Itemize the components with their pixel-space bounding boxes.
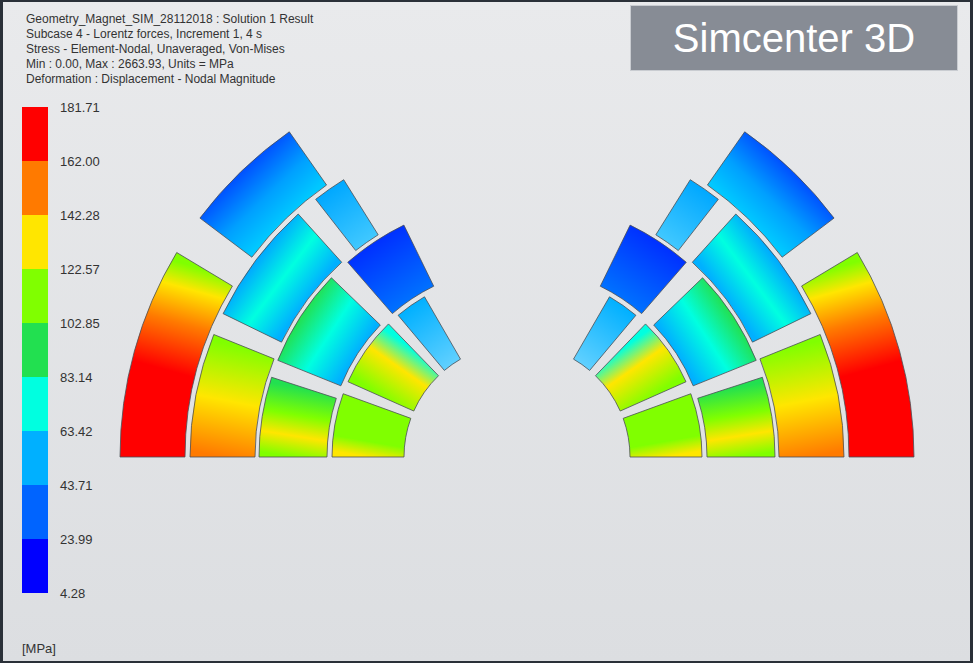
coil-block [316, 180, 378, 251]
result-header-line: Min : 0.00, Max : 2663.93, Units = MPa [26, 57, 234, 71]
legend-value: 181.71 [60, 100, 100, 115]
result-header-line: Geometry_Magnet_SIM_28112018 : Solution … [26, 12, 313, 26]
unit-label: [MPa] [22, 641, 56, 656]
legend-value: 102.85 [60, 316, 100, 331]
legend-swatch [22, 485, 48, 539]
coil-block [574, 297, 636, 371]
legend-value: 63.42 [60, 424, 93, 439]
coil-block [259, 377, 336, 457]
legend-swatch [22, 269, 48, 323]
left-coil-half [120, 132, 461, 457]
coil-block [398, 297, 460, 371]
brand-text: Simcenter 3D [673, 16, 915, 60]
legend-value: 4.28 [60, 586, 85, 601]
result-header-line: Stress - Element-Nodal, Unaveraged, Von-… [26, 42, 285, 56]
result-header-line: Deformation : Displacement - Nodal Magni… [26, 72, 275, 86]
legend-swatch [22, 539, 48, 593]
legend-value: 83.14 [60, 370, 93, 385]
coil-block [656, 180, 718, 251]
legend-swatch [22, 431, 48, 485]
legend-value: 43.71 [60, 478, 93, 493]
legend-swatch [22, 377, 48, 431]
legend-swatch [22, 323, 48, 377]
legend-value: 122.57 [60, 262, 100, 277]
legend-swatch [22, 161, 48, 215]
legend-swatch [22, 107, 48, 161]
legend-value: 142.28 [60, 208, 100, 223]
right-coil-half [574, 132, 915, 457]
legend-value: 23.99 [60, 532, 93, 547]
brand-box: Simcenter 3D [630, 5, 958, 71]
result-header-line: Subcase 4 - Lorentz forces, Increment 1,… [26, 27, 262, 41]
legend-swatch [22, 215, 48, 269]
legend-value: 162.00 [60, 154, 100, 169]
coil-block [698, 377, 775, 457]
